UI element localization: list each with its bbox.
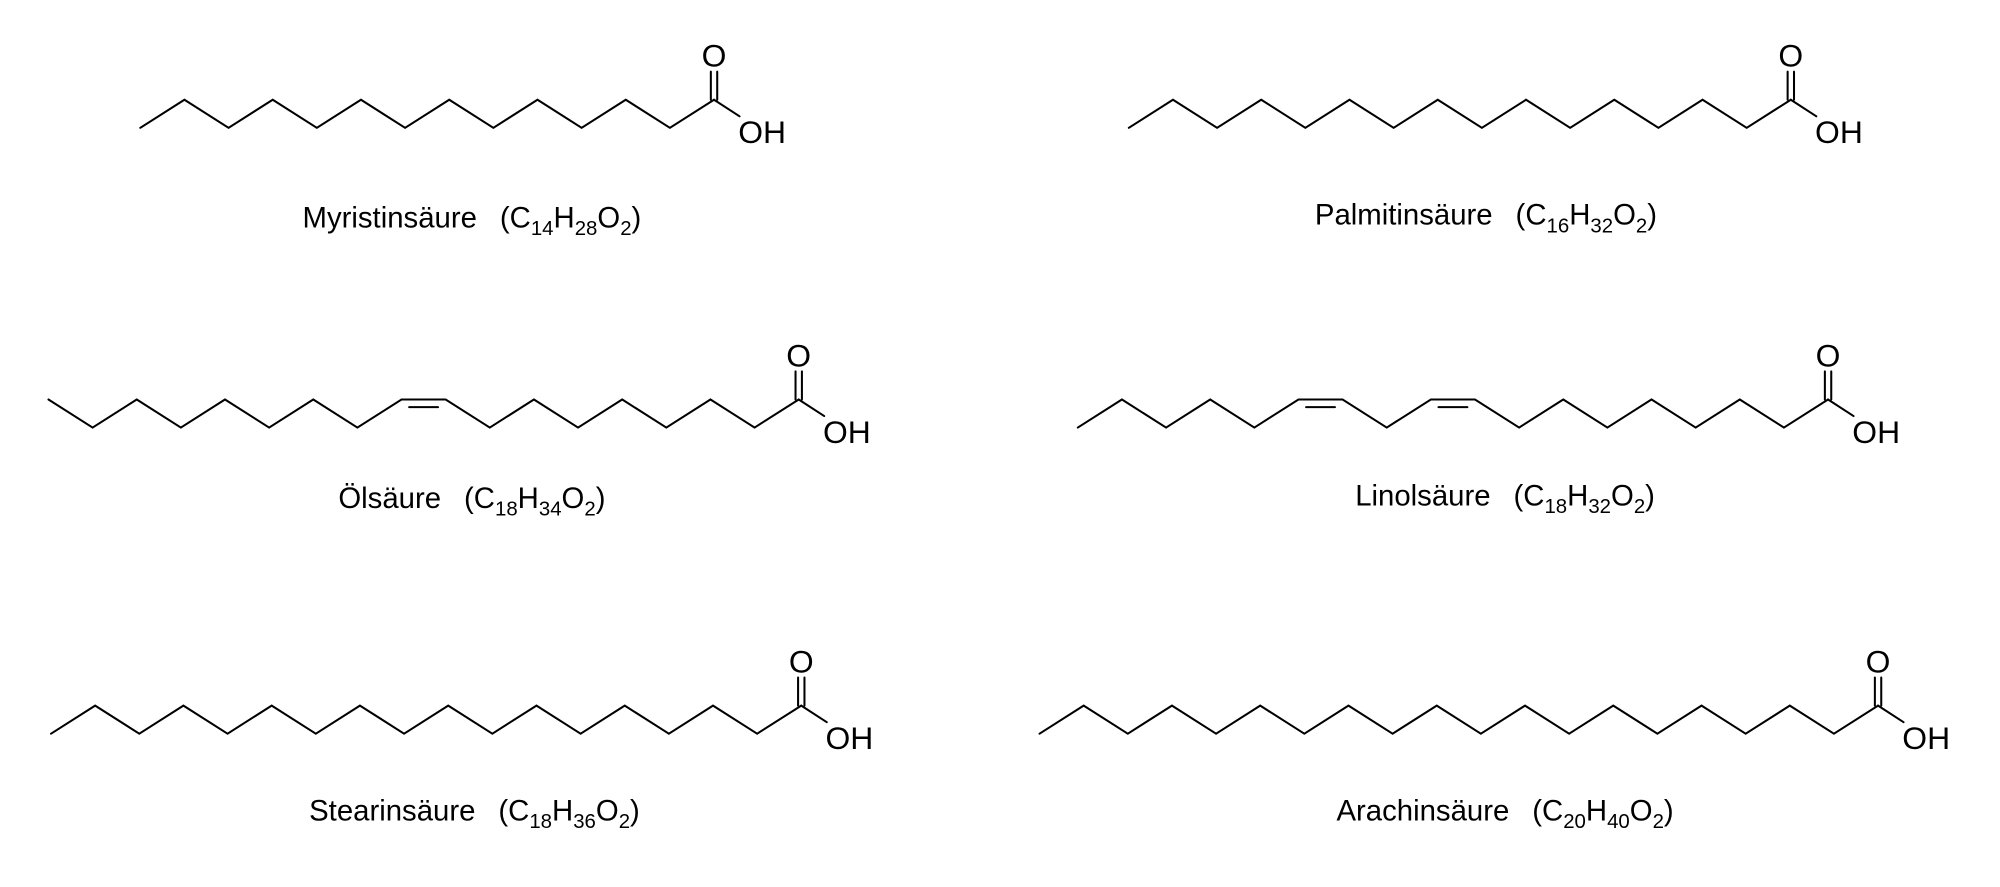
formula-oxygen: O	[596, 794, 619, 827]
formula-hydrogen: H	[518, 482, 539, 515]
formula-hydrogen: H	[552, 794, 573, 827]
carbon-chain	[139, 98, 716, 130]
formula-paren: )	[1645, 479, 1655, 512]
molecule-label: Arachinsäure (C20H40O2)	[1336, 794, 1673, 833]
formula-oxygen: O	[562, 482, 585, 515]
formula-hydrogen-count: 32	[1590, 215, 1613, 237]
carbon-chain	[1127, 98, 1792, 130]
formula-paren: )	[1664, 794, 1674, 827]
oxygen-atom: O	[702, 38, 727, 74]
formula-hydrogen-count: 40	[1607, 811, 1630, 833]
hydroxyl-bond	[800, 704, 828, 724]
formula-carbon: C	[1525, 199, 1546, 232]
formula-hydrogen: H	[1567, 479, 1588, 512]
hydroxyl-bond	[797, 398, 826, 418]
hydroxyl-group: OH	[738, 114, 786, 150]
formula-carbon-count: 18	[1544, 496, 1567, 518]
formula-oxygen: O	[597, 201, 620, 234]
formula-oxygen-count: 2	[620, 218, 631, 240]
formula-oxygen-count: 2	[584, 499, 595, 521]
molecule-name: Linolsäure	[1355, 479, 1490, 512]
formula-hydrogen-count: 32	[1588, 496, 1611, 518]
molecule-name: Myristinsäure	[303, 201, 477, 234]
formula-paren: )	[596, 482, 606, 515]
formula-carbon: C	[508, 794, 529, 827]
formula-carbon-count: 18	[495, 499, 518, 521]
formula-oxygen: O	[1630, 794, 1653, 827]
hydroxyl-group: OH	[1815, 114, 1863, 150]
hydroxyl-group: OH	[826, 720, 874, 756]
formula-hydrogen: H	[554, 201, 575, 234]
formula-paren: (	[498, 794, 508, 827]
oxygen-atom: O	[1816, 337, 1841, 373]
formula-paren: (	[464, 482, 474, 515]
formula-paren: (	[1516, 199, 1526, 232]
formula-oxygen-count: 2	[1653, 811, 1664, 833]
formula-hydrogen-count: 36	[573, 811, 596, 833]
formula-carbon: C	[1523, 479, 1544, 512]
formula-carbon: C	[510, 201, 531, 234]
formula-paren: )	[630, 794, 640, 827]
formula-hydrogen: H	[1569, 199, 1590, 232]
oxygen-atom: O	[786, 337, 811, 373]
formula-carbon-count: 16	[1547, 215, 1570, 237]
carbon-chain	[1038, 704, 1880, 735]
formula-hydrogen-count: 28	[575, 218, 598, 240]
molecule-label: Linolsäure (C18H32O2)	[1355, 479, 1655, 518]
molecule-name: Ölsäure	[338, 482, 441, 515]
formula-carbon-count: 20	[1563, 811, 1586, 833]
formula-carbon: C	[474, 482, 495, 515]
formula-oxygen: O	[1611, 479, 1634, 512]
molecule-label: Palmitinsäure (C16H32O2)	[1315, 199, 1657, 238]
formula-paren: )	[632, 201, 642, 234]
molecule-label: Ölsäure (C18H34O2)	[338, 482, 605, 521]
formula-hydrogen: H	[1586, 794, 1607, 827]
hydroxyl-group: OH	[1852, 414, 1900, 450]
molecule-name: Arachinsäure	[1336, 794, 1509, 827]
hydroxyl-group: OH	[1902, 720, 1950, 756]
formula-oxygen: O	[1613, 199, 1636, 232]
hydroxyl-bond	[1827, 398, 1855, 418]
formula-carbon-count: 14	[531, 218, 554, 240]
formula-oxygen-count: 2	[619, 811, 630, 833]
molecule-name: Palmitinsäure	[1315, 199, 1493, 232]
hydroxyl-bond	[1789, 98, 1818, 118]
formula-carbon: C	[1542, 794, 1563, 827]
formula-carbon-count: 18	[529, 811, 552, 833]
hydroxyl-bond	[713, 98, 741, 118]
molecule-name: Stearinsäure	[309, 794, 475, 827]
oxygen-atom: O	[789, 643, 814, 679]
formula-oxygen-count: 2	[1636, 215, 1647, 237]
carbon-chain	[47, 398, 800, 429]
formula-paren: (	[1532, 794, 1542, 827]
hydroxyl-group: OH	[823, 414, 871, 450]
formula-paren: (	[1514, 479, 1524, 512]
formula-hydrogen-count: 34	[539, 499, 562, 521]
hydroxyl-bond	[1877, 704, 1905, 724]
oxygen-atom: O	[1866, 643, 1891, 679]
oxygen-atom: O	[1778, 38, 1803, 74]
formula-paren: )	[1647, 199, 1657, 232]
formula-paren: (	[500, 201, 510, 234]
carbon-chain	[49, 704, 803, 735]
formula-oxygen-count: 2	[1634, 496, 1645, 518]
carbon-chain	[1076, 398, 1830, 429]
molecule-label: Stearinsäure (C18H36O2)	[309, 794, 640, 833]
molecule-label: Myristinsäure (C14H28O2)	[303, 201, 642, 240]
